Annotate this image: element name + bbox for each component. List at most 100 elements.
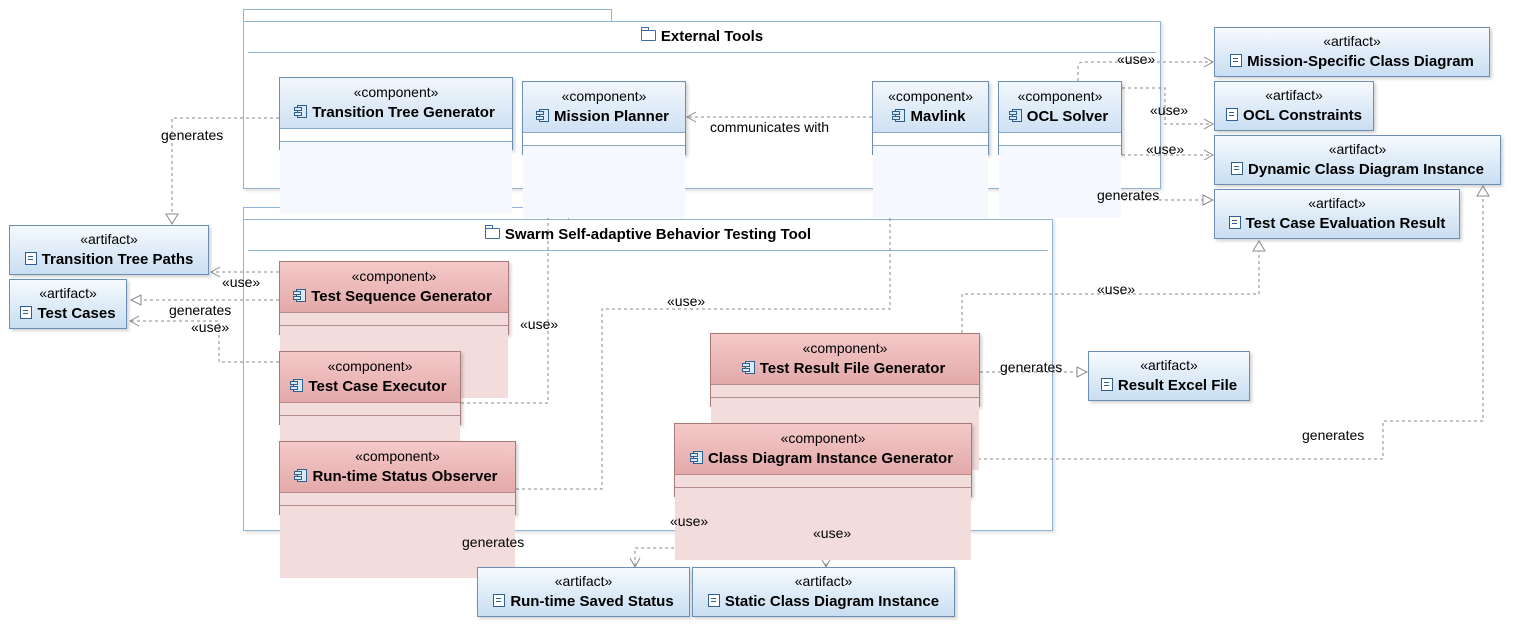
artifact-name: Transition Tree Paths xyxy=(41,251,194,268)
edge-ocl-use-mscd xyxy=(1077,61,1212,81)
artifact-icon xyxy=(1100,378,1113,391)
arrowhead-generates xyxy=(1476,185,1490,197)
component-compartment xyxy=(280,403,460,416)
package-title-external: External Tools xyxy=(244,27,1160,45)
arrowhead-generates xyxy=(1202,194,1215,206)
edge-trfg-use-tcer xyxy=(961,241,1260,333)
artifact-icon xyxy=(707,594,720,607)
component-icon xyxy=(290,379,304,392)
artifact-result-excel-file[interactable]: «artifact» Result Excel File xyxy=(1088,351,1250,401)
artifact-static-class-diagram-instance[interactable]: «artifact» Static Class Diagram Instance xyxy=(692,567,955,617)
artifact-test-cases[interactable]: «artifact» Test Cases xyxy=(9,279,127,329)
component-compartment xyxy=(873,133,988,146)
component-class-diagram-instance-generator[interactable]: «component» Class Diagram Instance Gener… xyxy=(674,423,972,560)
arrowhead-use xyxy=(209,266,221,278)
arrowhead-generates xyxy=(1076,366,1089,378)
component-transition-tree-generator[interactable]: «component» Transition Tree Generator xyxy=(279,77,513,213)
edge-label-use: «use» xyxy=(1097,281,1136,297)
component-name: Test Sequence Generator xyxy=(311,288,492,305)
arrowhead-generates xyxy=(165,213,179,225)
stereotype-label: «artifact» xyxy=(1265,87,1323,103)
folder-icon xyxy=(484,225,500,239)
component-name: Class Diagram Instance Generator xyxy=(707,450,954,467)
artifact-icon xyxy=(493,594,506,607)
stereotype-label: «component» xyxy=(353,84,439,100)
edge-label-use: «use» xyxy=(520,316,559,332)
arrowhead-generates xyxy=(1252,240,1266,252)
artifact-name: Test Cases xyxy=(37,305,116,322)
component-title: Test Case Executor xyxy=(280,378,460,395)
component-header: «component» Transition Tree Generator xyxy=(280,78,512,129)
component-compartment xyxy=(675,488,971,560)
component-icon xyxy=(1008,109,1022,122)
component-name: OCL Solver xyxy=(1026,108,1109,125)
component-compartment xyxy=(873,146,988,218)
artifact-name: Mission-Specific Class Diagram xyxy=(1247,53,1474,70)
stereotype-label: «component» xyxy=(355,448,440,464)
arrowhead-communicates xyxy=(685,111,697,123)
component-compartment xyxy=(523,146,685,218)
component-mission-planner[interactable]: «component» Mission Planner xyxy=(522,81,686,218)
component-icon xyxy=(689,451,703,464)
component-test-sequence-generator[interactable]: «component» Test Sequence Generator xyxy=(279,261,509,398)
artifact-title: Run-time Saved Status xyxy=(478,593,689,610)
component-header: «component» Class Diagram Instance Gener… xyxy=(675,424,971,475)
edge-tce-use-tc xyxy=(131,320,279,363)
stereotype-label: «artifact» xyxy=(794,573,853,589)
artifact-dynamic-class-diagram-instance[interactable]: «artifact» Dynamic Class Diagram Instanc… xyxy=(1214,135,1501,185)
artifact-title: Static Class Diagram Instance xyxy=(693,593,954,610)
stereotype-label: «artifact» xyxy=(1328,141,1387,157)
edge-label-generates: generates xyxy=(462,534,525,550)
artifact-title: Mission-Specific Class Diagram xyxy=(1215,53,1489,70)
arrowhead-use xyxy=(1203,56,1215,68)
artifact-runtime-saved-status[interactable]: «artifact» Run-time Saved Status xyxy=(477,567,690,617)
folder-icon xyxy=(640,27,656,41)
stereotype-label: «artifact» xyxy=(1323,33,1381,49)
component-header: «component» Test Sequence Generator xyxy=(280,262,508,313)
component-mavlink[interactable]: «component» Mavlink xyxy=(872,81,989,218)
component-title: OCL Solver xyxy=(999,108,1121,125)
edge-label-use: «use» xyxy=(1117,51,1156,67)
artifact-ocl-constraints[interactable]: «artifact» OCL Constraints xyxy=(1214,81,1374,131)
package-title-external-text: External Tools xyxy=(660,28,764,45)
component-name: Mavlink xyxy=(910,108,966,125)
edge-label-use: «use» xyxy=(670,513,709,529)
component-compartment xyxy=(280,313,508,326)
stereotype-label: «artifact» xyxy=(1140,357,1198,373)
artifact-title: Dynamic Class Diagram Instance xyxy=(1215,161,1500,178)
component-icon xyxy=(535,109,549,122)
component-header: «component» Mavlink xyxy=(873,82,988,133)
artifact-title: Test Cases xyxy=(10,305,126,322)
component-compartment xyxy=(523,133,685,146)
package-title-swarm: Swarm Self-adaptive Behavior Testing Too… xyxy=(244,225,1052,243)
component-name: Transition Tree Generator xyxy=(312,104,495,121)
component-name: Run-time Status Observer xyxy=(312,468,498,485)
component-header: «component» Run-time Status Observer xyxy=(280,442,515,493)
component-compartment xyxy=(999,146,1121,218)
package-divider xyxy=(248,250,1048,251)
package-title-swarm-text: Swarm Self-adaptive Behavior Testing Too… xyxy=(504,226,812,243)
artifact-test-case-evaluation-result[interactable]: «artifact» Test Case Evaluation Result xyxy=(1214,189,1460,239)
arrowhead-generates xyxy=(129,294,142,306)
component-test-result-file-generator[interactable]: «component» Test Result File Generator xyxy=(710,333,980,470)
component-test-case-executor[interactable]: «component» Test Case Executor xyxy=(279,351,461,488)
artifact-title: Transition Tree Paths xyxy=(10,251,208,268)
artifact-transition-tree-paths[interactable]: «artifact» Transition Tree Paths xyxy=(9,225,209,275)
artifact-name: Static Class Diagram Instance xyxy=(724,593,940,610)
artifact-name: Run-time Saved Status xyxy=(510,593,674,610)
stereotype-label: «component» xyxy=(351,268,437,284)
component-title: Mission Planner xyxy=(523,108,685,125)
edge-label-use: «use» xyxy=(1146,141,1185,157)
component-title: Transition Tree Generator xyxy=(280,104,512,121)
edge-label-use: «use» xyxy=(1150,102,1189,118)
artifact-mission-specific-class-diagram[interactable]: «artifact» Mission-Specific Class Diagra… xyxy=(1214,27,1490,77)
component-icon xyxy=(293,289,307,302)
component-icon xyxy=(294,105,308,118)
component-runtime-status-observer[interactable]: «component» Run-time Status Observer xyxy=(279,441,516,578)
component-header: «component» OCL Solver xyxy=(999,82,1121,133)
edge-label-use: «use» xyxy=(191,319,230,335)
artifact-title: OCL Constraints xyxy=(1215,107,1373,124)
component-title: Test Result File Generator xyxy=(711,360,979,377)
component-ocl-solver[interactable]: «component» OCL Solver xyxy=(998,81,1122,218)
artifact-title: Result Excel File xyxy=(1089,377,1249,394)
